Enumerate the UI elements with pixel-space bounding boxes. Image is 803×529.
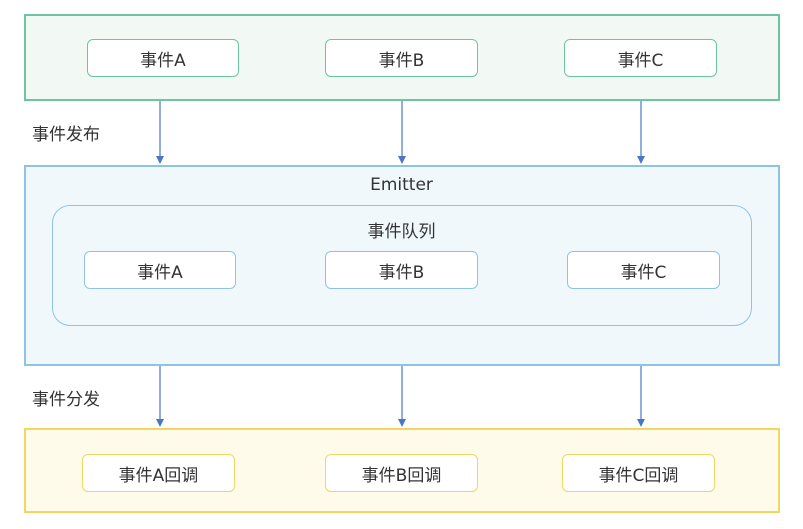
callback-event-a: 事件A回调 — [82, 454, 235, 492]
publish-label: 事件发布 — [32, 125, 100, 145]
publish-event-a: 事件A — [87, 39, 239, 77]
queue-event-a: 事件A — [84, 251, 236, 289]
dispatch-label: 事件分发 — [32, 390, 100, 410]
callback-event-c: 事件C回调 — [562, 454, 715, 492]
queue-event-c: 事件C — [567, 251, 720, 289]
callback-event-b: 事件B回调 — [325, 454, 478, 492]
publish-event-c: 事件C — [564, 39, 717, 77]
queue-event-b: 事件B — [325, 251, 478, 289]
publish-event-b: 事件B — [325, 39, 478, 77]
event-queue-title: 事件队列 — [367, 222, 436, 242]
emitter-title: Emitter — [370, 175, 433, 195]
